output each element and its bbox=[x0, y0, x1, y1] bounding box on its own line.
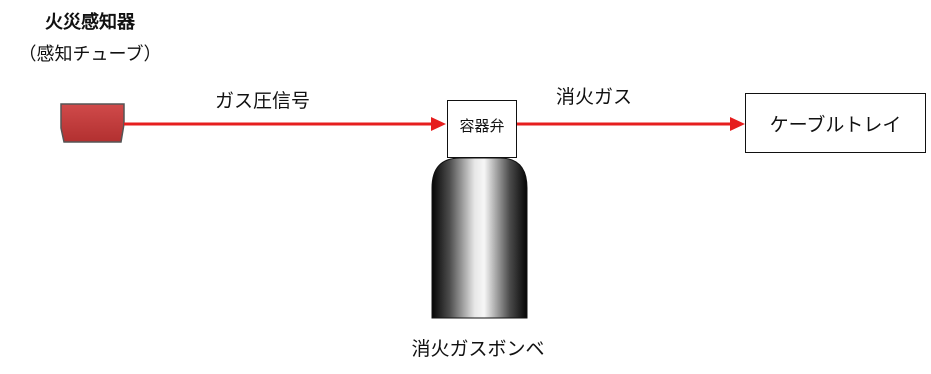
detector-icon bbox=[60, 103, 125, 143]
detector-title: 火災感知器 bbox=[45, 12, 135, 33]
extinguishing-gas-label: 消火ガス bbox=[556, 86, 633, 108]
gas-pressure-signal-label: ガス圧信号 bbox=[215, 90, 311, 112]
container-valve-label: 容器弁 bbox=[459, 117, 505, 135]
arrowhead-icon bbox=[730, 117, 745, 131]
cable-tray-label: ケーブルトレイ bbox=[769, 113, 902, 136]
gas-cylinder-label: 消火ガスボンベ bbox=[411, 338, 545, 360]
arrowhead-icon bbox=[431, 117, 446, 131]
cable-tray-box: ケーブルトレイ bbox=[745, 93, 926, 153]
detector-subtitle: （感知チューブ） bbox=[18, 44, 162, 65]
container-valve-box: 容器弁 bbox=[447, 100, 517, 158]
gas-cylinder-icon bbox=[431, 157, 528, 319]
